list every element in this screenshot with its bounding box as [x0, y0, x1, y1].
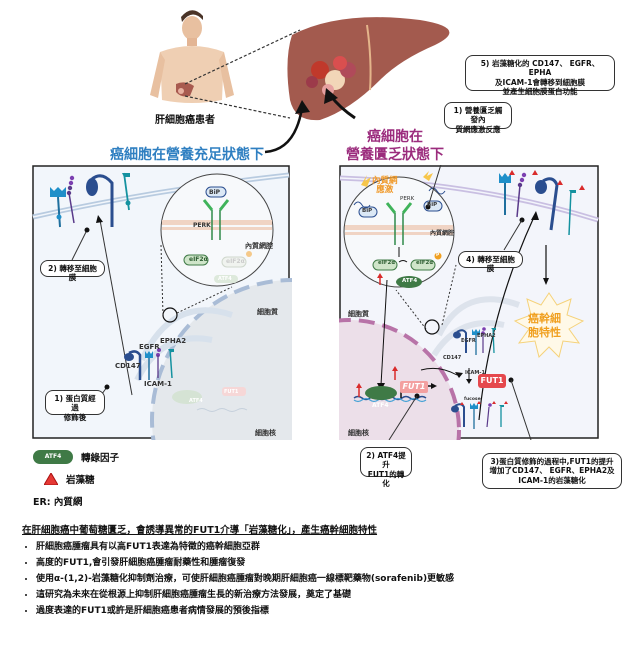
er-stress-line2: 應激 — [376, 185, 394, 196]
legend-er: ER: 內質網 — [33, 497, 83, 508]
summary-heading: 在肝細胞癌中葡萄糖匱乏，會誘導異常的FUT1介導「岩藻糖化」，產生癌幹細胞特性 — [22, 525, 378, 536]
right-nucleus-label: 細胞核 — [348, 429, 369, 437]
er-proteins — [124, 348, 174, 380]
summary-bullets: 肝細胞癌腫瘤具有以高FUT1表達為特徵的癌幹細胞亞群 高度的FUT1,會引發肝細… — [22, 539, 622, 616]
right-callout-3-line1: 3)蛋白質修飾的過程中,FUT1的提升 — [490, 457, 614, 466]
fut1-gene-badge: FUT1 — [400, 381, 428, 393]
left-epha2-label: EPHA2 — [160, 337, 187, 345]
stemness-line2: 胞特性 — [528, 326, 561, 340]
left-eif2a: eIF2α — [189, 256, 208, 263]
left-er-label: 內質網腔 — [245, 242, 273, 250]
right-eif2a-p: eIF2α — [416, 260, 434, 266]
right-atf4-nuc: ATF4 — [372, 402, 389, 409]
fucose-label: fucose — [464, 397, 481, 402]
left-cytoplasm-label: 細胞質 — [257, 308, 278, 316]
fucose-triangle-icon — [44, 473, 58, 485]
stemness-burst-icon — [513, 292, 585, 358]
right-bip-right: BiP — [427, 202, 438, 208]
left-icam1-label: ICAM-1 — [144, 380, 172, 388]
right-perk: PERK — [400, 196, 415, 202]
stemness-label: 癌幹細 胞特性 — [528, 312, 561, 341]
right-title-line1: 癌細胞在 — [367, 129, 423, 145]
summary-bullet: 過度表達的FUT1或許是肝細胞癌患者病情發展的預後指標 — [36, 603, 622, 616]
summary-bullet: 高度的FUT1,會引發肝細胞癌腫瘤耐藥性和腫瘤復發 — [36, 555, 622, 568]
left-fut1-faded: FUT1 — [224, 389, 239, 395]
right-icam1-label: ICAM-1 — [465, 370, 485, 376]
left-callout-2: 2) 轉移至細胞膜 — [40, 260, 105, 282]
callout-right-1: 1) 營養匱乏觸發內 質網應激反應 — [444, 102, 512, 134]
left-atf4-nuc-faded: ATF4 — [189, 398, 203, 404]
left-bip: BiP — [209, 189, 221, 196]
left-callout-1-line1: 1) 蛋白質經過 — [54, 394, 96, 413]
right-callout-4: 4) 轉移至細胞膜 — [458, 251, 523, 273]
right-callout-3: 3)蛋白質修飾的過程中,FUT1的提升 增加了CD147、 EGFR、EPHA2… — [482, 453, 622, 489]
right-callout-2-line2: FUT1的轉化 — [367, 469, 405, 489]
left-callout-1-line2: 修飾後 — [63, 412, 87, 422]
er-proteins-fucosylated — [451, 401, 508, 429]
right-callout-3-line2: 增加了CD147、 EGFR、EPHA2及 — [489, 466, 615, 476]
right-cd147-label: CD147 — [443, 355, 462, 361]
right-callout-3-line3: ICAM-1的岩藻糖化 — [518, 475, 586, 485]
right-epha2-label: EPHA2 — [477, 333, 496, 339]
right-panel-title: 癌細胞在 營養匱乏狀態下 — [335, 128, 455, 164]
callout-right-1-line2: 質網應激反應 — [455, 124, 501, 134]
summary-bullet: 肝細胞癌腫瘤具有以高FUT1表達為特徵的癌幹細胞亞群 — [36, 539, 622, 552]
right-phospho: P — [436, 253, 440, 258]
summary-bullet: 使用α-(1,2)-岩藻糖化抑制劑治療，可使肝細胞癌腫瘤對晚期肝細胞癌一線標靶藥… — [36, 571, 622, 584]
patient-figure-icon — [150, 10, 234, 103]
left-atf4-faded: ATF4 — [218, 276, 232, 282]
left-panel — [32, 165, 292, 440]
summary-bullet: 這研究為未來在從根源上抑制肝細胞癌腫瘤生長的新治療方法發展，奠定了基礎 — [36, 587, 622, 600]
er-stress-label: 內質網 應激 — [372, 176, 398, 196]
right-callout-2-line1: 2) ATF4提升 — [366, 451, 406, 470]
left-callout-1: 1) 蛋白質經過 修飾後 — [45, 390, 105, 422]
fucose-desc: 岩藻糖 — [66, 475, 95, 486]
left-eif2a-faded: eIF2α — [226, 258, 245, 265]
atf4-badge: ATF4 — [33, 450, 73, 464]
er-stress-line1: 內質網 — [372, 176, 398, 186]
left-nucleus-label: 細胞核 — [255, 429, 276, 437]
atf4-desc: 轉錄因子 — [81, 453, 120, 464]
liver-icon — [287, 17, 450, 121]
stemness-line1: 癌幹細 — [528, 312, 561, 325]
left-egfr-label: EGFR — [139, 343, 160, 351]
callout-5-line1: 5) 岩藻糖化的 CD147、 EGFR、 EPHA — [480, 59, 600, 78]
fut1-protein-badge: FUT1 — [478, 374, 506, 388]
right-egfr-label: EGFR — [461, 338, 476, 344]
right-er-label: 內質網腔 — [430, 230, 455, 237]
callout-5-line2: 及ICAM-1會轉移到細胞膜 — [495, 77, 585, 87]
legend-atf4: ATF4 轉錄因子 — [33, 450, 119, 464]
right-title-line2: 營養匱乏狀態下 — [346, 147, 444, 164]
right-callout-2: 2) ATF4提升 FUT1的轉化 — [360, 447, 412, 488]
left-cd147-label: CD147 — [115, 362, 141, 370]
left-panel-title: 癌細胞在營養充足狀態下 — [110, 147, 264, 163]
right-atf4: ATF4 — [402, 278, 418, 284]
patient-label: 肝細胞癌患者 — [155, 115, 215, 126]
top-illustration — [150, 10, 450, 154]
callout-5: 5) 岩藻糖化的 CD147、 EGFR、 EPHA 及ICAM-1會轉移到細胞… — [465, 55, 615, 96]
right-cytoplasm-label: 細胞質 — [348, 310, 369, 318]
callout-5-line3: 並產生細胞膜蛋白功能 — [502, 87, 578, 97]
membrane-proteins — [50, 172, 131, 228]
left-perk: PERK — [193, 222, 211, 229]
legend-fucose: 岩藻糖 — [44, 472, 95, 486]
right-panel — [339, 165, 599, 440]
nucleus-shape — [339, 318, 461, 440]
right-eif2a: eIF2α — [378, 260, 396, 266]
membrane-proteins-fucosylated — [499, 170, 585, 236]
er-proteins-right — [453, 327, 496, 355]
right-bip-left: BiP — [362, 208, 373, 214]
summary-section: 在肝細胞癌中葡萄糖匱乏，會誘導異常的FUT1介導「岩藻糖化」，產生癌幹細胞特性 … — [22, 522, 622, 619]
callout-right-1-line1: 1) 營養匱乏觸發內 — [453, 106, 503, 125]
